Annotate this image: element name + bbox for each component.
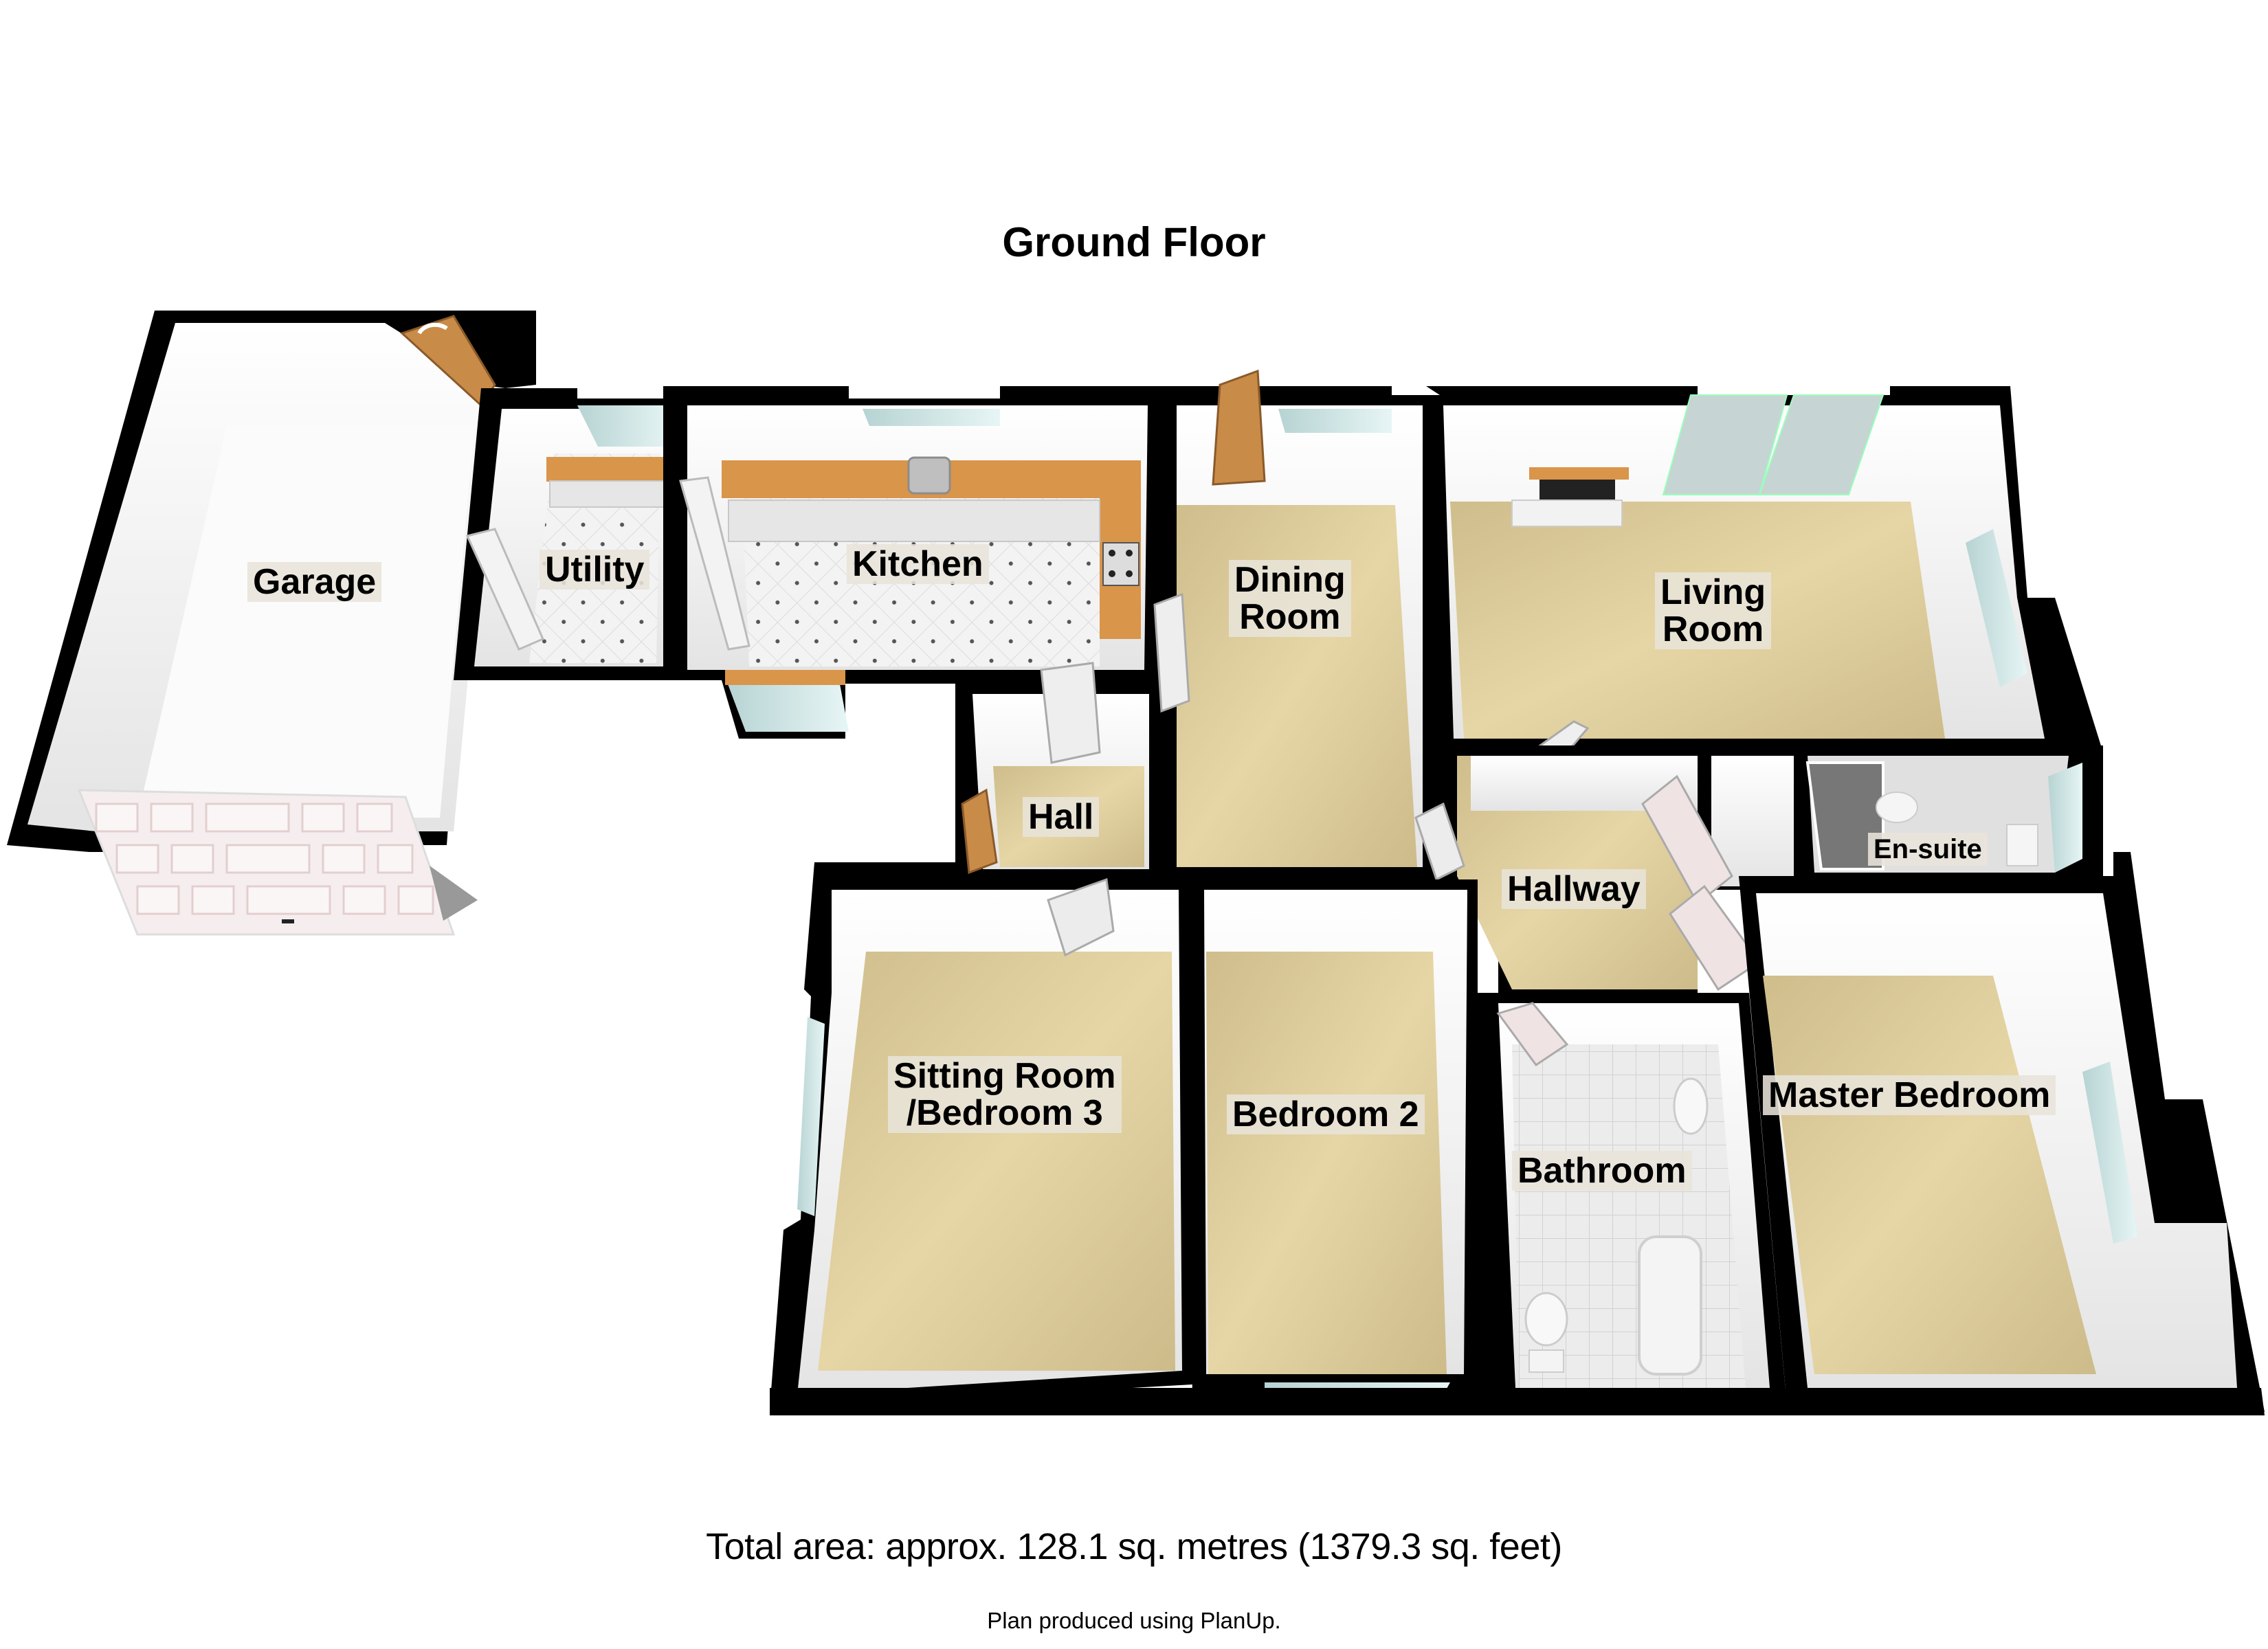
garage-side-door [400,315,496,407]
garage-room [7,311,536,936]
hall-room [955,662,1161,879]
sitting-room [770,862,1192,1409]
room-label-hall: Hall [1023,797,1100,837]
master-bedroom-room [1739,852,2265,1412]
room-label-kitchen: Kitchen [847,544,989,584]
room-label-bathroom: Bathroom [1512,1151,1692,1191]
fireplace [1511,467,1629,527]
room-label-bedroom2: Bedroom 2 [1227,1095,1425,1134]
credit-text: Plan produced using PlanUp. [987,1608,1281,1633]
room-label-hallway: Hallway [1502,869,1646,909]
bedroom-2-room [1189,879,1478,1409]
garage-door [77,789,456,936]
total-area: Total area: approx. 128.1 sq. metres (13… [706,1526,1562,1567]
room-label-master: Master Bedroom [1763,1075,2056,1115]
room-label-garage: Garage [247,562,382,602]
room-label-ensuite: En-suite [1868,833,1988,866]
utility-room [454,388,687,680]
room-label-sitting: Sitting Room /Bedroom 3 [888,1056,1122,1133]
bathroom-room [1478,993,1787,1412]
floor-title: Ground Floor [1002,219,1266,265]
room-label-living: Living Room [1655,572,1772,649]
room-label-dining: Dining Room [1229,560,1351,637]
room-label-utility: Utility [540,550,650,590]
